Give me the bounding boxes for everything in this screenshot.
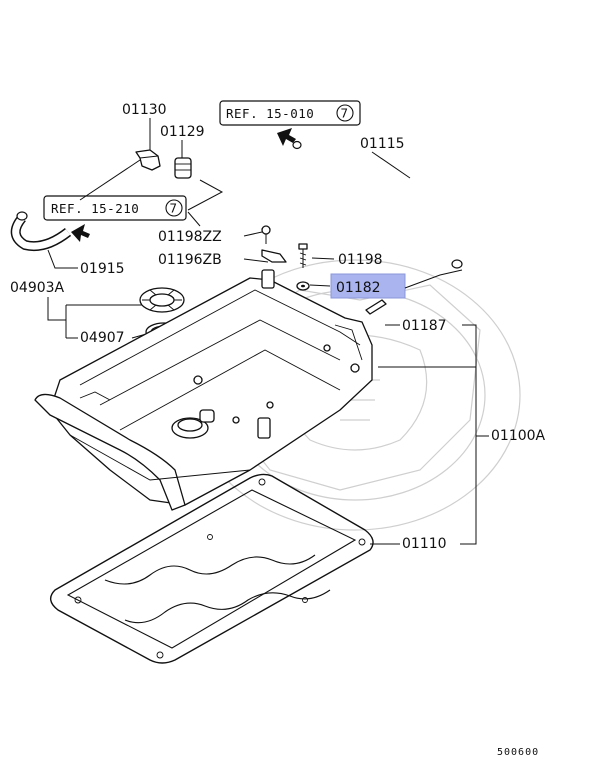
label-01196zb[interactable]: 01196ZB xyxy=(158,252,222,268)
diagram-code: 500600 xyxy=(497,747,539,758)
ref-circled-number: 7 xyxy=(170,201,178,216)
ref-box-15-010[interactable]: REF. 15-010 7 xyxy=(219,100,361,126)
oil-filler-cap-04903a[interactable] xyxy=(139,287,185,313)
arrow-icon xyxy=(71,224,90,242)
label-04907[interactable]: 04907 xyxy=(80,330,125,346)
label-01110[interactable]: 01110 xyxy=(402,536,447,552)
bracket-01196zb[interactable] xyxy=(261,249,287,263)
label-01198zz[interactable]: 01198ZZ xyxy=(158,229,222,245)
stud-01187[interactable] xyxy=(365,299,387,315)
breather-hose-01115[interactable] xyxy=(292,140,465,269)
label-01100a[interactable]: 01100A xyxy=(491,428,546,444)
bolt-01198[interactable] xyxy=(298,243,308,268)
pcv-valve-01129[interactable] xyxy=(174,157,192,179)
label-01129[interactable]: 01129 xyxy=(160,124,205,140)
label-01182: 01182 xyxy=(336,280,381,296)
label-01182-highlight[interactable]: 01182 xyxy=(330,273,406,299)
label-01130[interactable]: 01130 xyxy=(122,102,167,118)
pcv-fitting-01130[interactable] xyxy=(135,149,161,171)
label-01915[interactable]: 01915 xyxy=(80,261,125,277)
rocker-cover-01100a[interactable] xyxy=(34,269,373,511)
washer-01182[interactable] xyxy=(296,281,310,291)
ref-label: REF. 15-010 xyxy=(226,106,314,121)
ref-circled-number: 7 xyxy=(341,106,349,121)
arrow-icon xyxy=(277,128,296,146)
label-01115[interactable]: 01115 xyxy=(360,136,405,152)
label-01198[interactable]: 01198 xyxy=(338,252,383,268)
rocker-cover-gasket-01110[interactable] xyxy=(50,473,374,664)
leader-lines xyxy=(47,118,489,545)
ref-label: REF. 15-210 xyxy=(51,201,139,216)
bolt-01198zz[interactable] xyxy=(261,225,271,244)
label-04903a[interactable]: 04903A xyxy=(10,280,65,296)
ref-box-15-210[interactable]: REF. 15-210 7 xyxy=(43,195,187,221)
label-01187[interactable]: 01187 xyxy=(402,318,447,334)
hose-01915[interactable] xyxy=(10,211,72,252)
